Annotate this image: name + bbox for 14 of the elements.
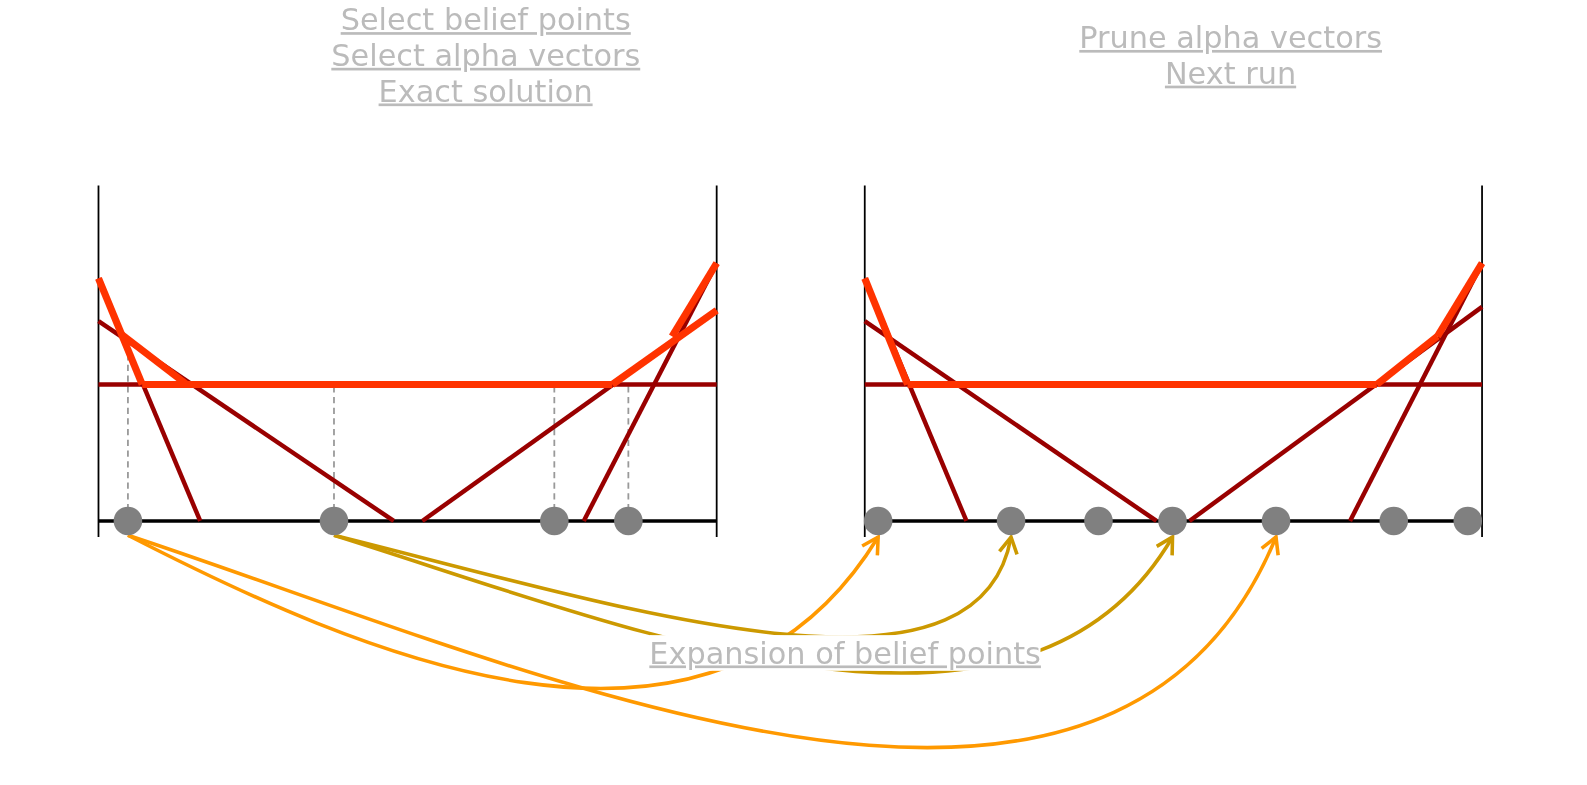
belief-point [863, 506, 893, 536]
arrow [126, 533, 880, 690]
belief-point [113, 506, 142, 536]
belief-point [1379, 506, 1408, 536]
belief-point [539, 506, 569, 536]
step-caption: Expansion of belief points [649, 635, 1041, 671]
belief-point [996, 506, 1025, 536]
belief-point [1453, 506, 1482, 536]
belief-point [1083, 506, 1113, 536]
arrow [127, 533, 1278, 749]
belief-point [1157, 506, 1187, 536]
belief-point [613, 506, 643, 536]
belief-point [1261, 506, 1290, 536]
belief-point [319, 506, 348, 536]
